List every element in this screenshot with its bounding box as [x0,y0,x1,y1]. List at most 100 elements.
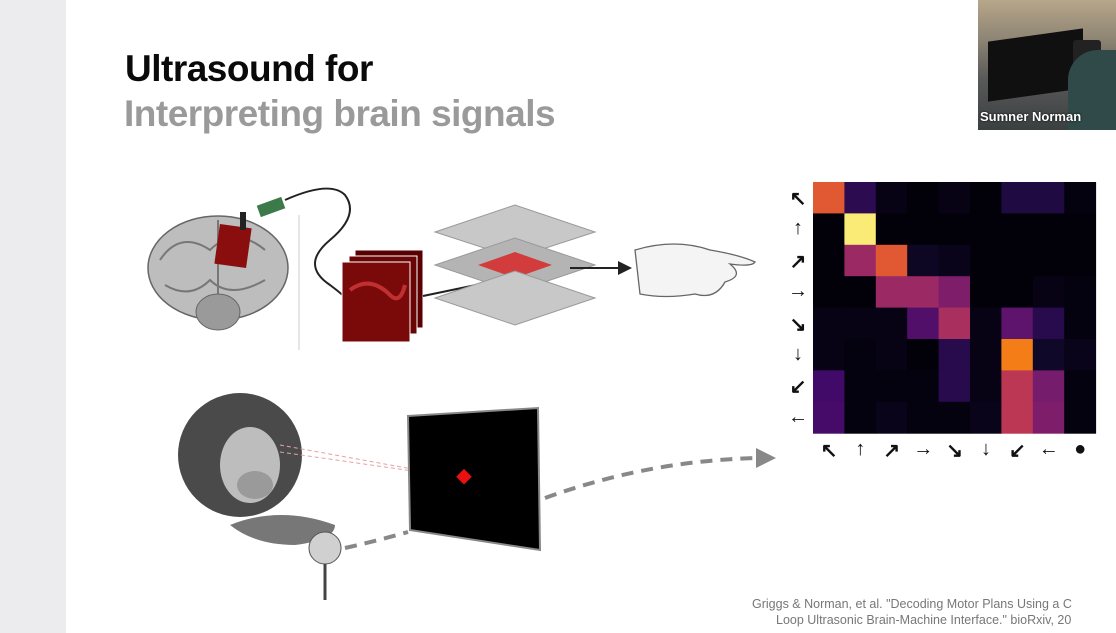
heatmap-cell [875,213,908,246]
heatmap-cell [970,182,1002,214]
heatmap-cell [813,276,845,309]
column-label: ↙ [1009,440,1026,462]
column-label: ↖ [820,440,838,462]
column-label: ↓ [981,438,991,460]
ultrasound-probe-icon [240,187,351,301]
heatmap-cell [907,276,940,309]
heatmap-cell [1001,213,1034,246]
participant-name: Sumner Norman [980,109,1082,124]
row-label: ↑ [793,217,803,240]
heatmap-cell [875,370,908,403]
heatmap-cell [813,244,845,277]
heatmap-cell [938,370,971,403]
heatmap-cell [813,401,845,434]
heatmap-cell [907,339,940,371]
heatmap-cell [907,244,940,277]
column-label: ↗ [883,440,901,462]
heatmap-cell [1032,401,1065,434]
heatmap-cell [970,339,1002,371]
heatmap-cell [1064,401,1097,434]
heatmap-cell [1064,370,1097,403]
heatmap-cell [813,182,845,214]
confusion-matrix-heatmap [813,182,1097,434]
heatmap-cell [813,213,845,246]
heatmap-cell [907,307,940,340]
heatmap-cell [1032,339,1065,371]
column-label: ● [1074,438,1087,460]
heatmap-cell [1032,370,1065,403]
heatmap-cell [907,213,940,246]
citation-line-1: Griggs & Norman, et al. "Decoding Motor … [752,597,1072,611]
column-label: ← [1038,438,1059,460]
heatmap-cell [1032,182,1065,214]
heatmap-cell [875,401,908,434]
row-label: ↖ [789,188,807,210]
hand-illustration [634,243,756,298]
heatmap-cell [844,370,877,403]
heatmap-cell [1001,339,1034,371]
heatmap-cell [970,370,1002,403]
heatmap-cell [1001,307,1034,340]
heatmap-cell [844,339,877,371]
monkey-illustration [178,393,342,600]
heatmap-cell [1064,213,1097,246]
heatmap-cell [970,213,1002,246]
heatmap-cell [813,307,845,340]
heatmap-cell [844,244,877,277]
citation: Griggs & Norman, et al. "Decoding Motor … [752,596,1072,628]
heatmap-cell [938,182,971,214]
slide-subtitle: Interpreting brain signals [124,93,556,134]
heatmap-cell [875,307,908,340]
heatmap-cell [938,276,971,309]
heatmap-cell [1064,339,1097,371]
row-label: ← [788,405,808,428]
heatmap-cell [970,244,1002,277]
heatmap-cell [938,244,971,277]
heatmap-cell [938,339,971,371]
ultrasound-image-stack [341,249,424,343]
citation-line-2: Loop Ultrasonic Brain-Machine Interface.… [776,613,1072,627]
row-label: ↘ [789,313,807,336]
row-label: ↓ [793,343,803,365]
participant-video[interactable]: Sumner Norman [978,0,1116,130]
heatmap-cell [907,182,940,214]
heatmap-cell [970,276,1002,309]
heatmap-cell [844,401,877,434]
heatmap-cell [1001,276,1034,309]
column-label: → [913,438,934,460]
heatmap-cell [907,370,940,403]
heatmap-cell [1064,307,1097,340]
heatmap-cell [813,339,845,371]
target-screen [406,406,542,552]
heatmap-cell [1001,244,1034,277]
heatmap-cell [1032,307,1065,340]
slide-title: Ultrasound for [125,48,373,89]
row-label: → [788,280,808,303]
heatmap-cell [970,307,1002,340]
heatmap-cell [875,182,908,214]
heatmap-cell [938,307,971,340]
heatmap-cell [1064,244,1097,277]
row-label: ↙ [789,376,807,399]
heatmap-cell [970,401,1002,434]
heatmap-cell [844,182,877,214]
heatmap-cell [1032,276,1065,309]
heatmap-cell [875,339,908,371]
heatmap-cell [1064,276,1097,309]
heatmap-cell [907,401,940,434]
heatmap-cell [1032,244,1065,277]
heatmap-cell [1001,401,1034,434]
heatmap-cell [1001,182,1034,214]
heatmap-cell [875,244,908,277]
heatmap-cell [844,276,877,309]
column-label: ↘ [946,440,963,462]
brain-illustration [147,215,289,331]
heatmap-cell [813,370,845,403]
heatmap-cell [844,213,877,246]
heatmap-cell [875,276,908,309]
row-label: ↗ [789,250,807,273]
target-diamond [456,468,472,485]
heatmap-cell [938,213,971,246]
column-label: ↑ [855,438,866,460]
